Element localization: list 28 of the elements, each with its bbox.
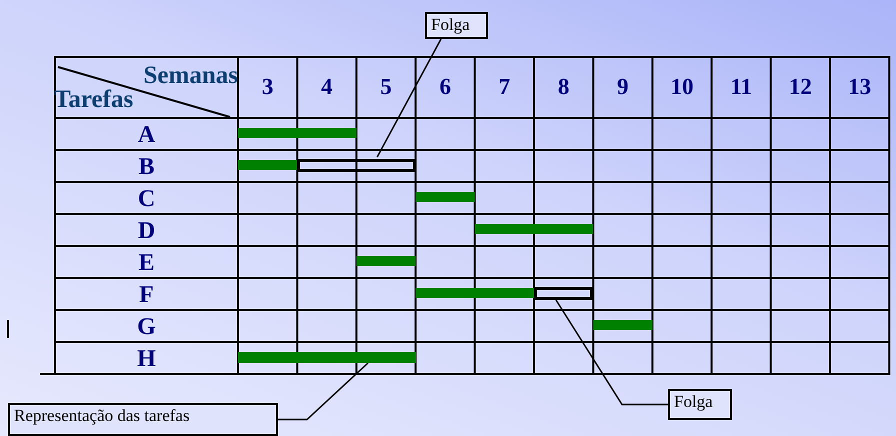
- week-number: 3: [260, 74, 274, 100]
- callout-label: Representação das tarefas: [8, 403, 278, 436]
- task-name: H: [136, 346, 157, 373]
- week-number: 13: [847, 74, 872, 100]
- callout-label: Folga: [425, 12, 488, 39]
- task-name: F: [138, 282, 155, 309]
- slack-box: [534, 287, 594, 300]
- leader-line: [278, 362, 368, 420]
- week-number: 8: [556, 74, 570, 100]
- task-name: C: [136, 186, 156, 213]
- task-bar: [238, 352, 416, 363]
- task-name: A: [136, 122, 156, 149]
- week-number: 4: [320, 74, 334, 100]
- week-number: 12: [788, 74, 813, 100]
- leader-line: [555, 300, 668, 406]
- leader-line: [376, 38, 442, 158]
- task-name: E: [137, 250, 156, 277]
- week-number: 5: [379, 74, 393, 100]
- week-number: 7: [498, 74, 512, 100]
- task-name: G: [136, 314, 157, 341]
- task-name: B: [137, 154, 156, 181]
- slack-box: [297, 159, 416, 172]
- week-number: 11: [729, 74, 754, 100]
- week-number: 10: [669, 74, 694, 100]
- week-number: 9: [616, 74, 630, 100]
- callout-label: Folga: [668, 389, 732, 420]
- week-number: 6: [438, 74, 452, 100]
- task-name: D: [136, 218, 156, 245]
